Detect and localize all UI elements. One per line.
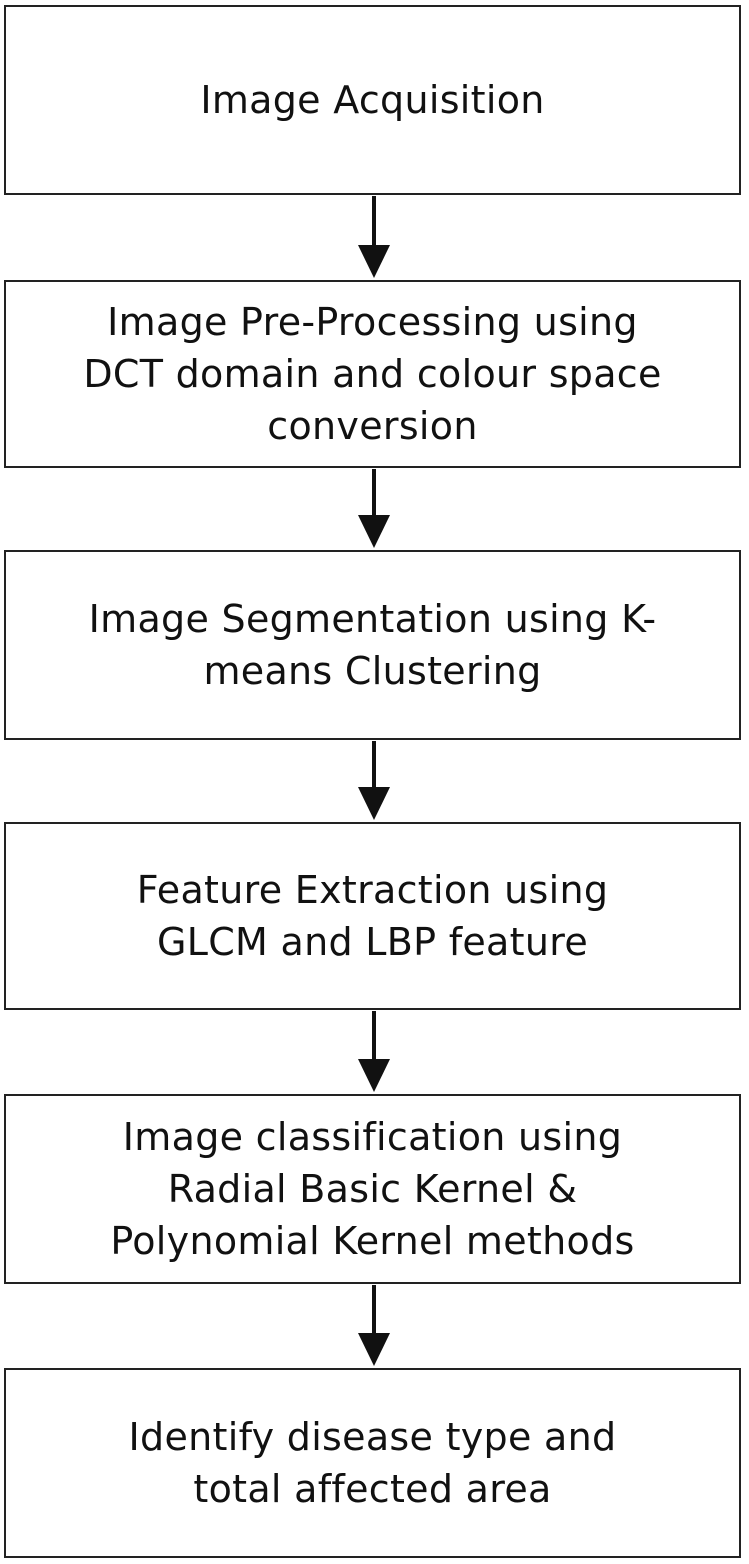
step-feature-extraction: Feature Extraction using GLCM and LBP fe…: [4, 822, 741, 1010]
step-identify-disease: Identify disease type and total affected…: [4, 1368, 741, 1558]
step-image-segmentation: Image Segmentation using K- means Cluste…: [4, 550, 741, 740]
step-label: Feature Extraction using GLCM and LBP fe…: [136, 868, 609, 964]
step-label: Identify disease type and total affected…: [128, 1415, 617, 1511]
arrow-4-to-5: [358, 1011, 390, 1092]
arrow-3-to-4: [358, 741, 390, 820]
step-label: Image classification using Radial Basic …: [110, 1115, 635, 1263]
step-image-pre-processing: Image Pre-Processing using DCT domain an…: [4, 280, 741, 468]
step-label: Image Pre-Processing using DCT domain an…: [83, 300, 662, 448]
step-label: Image Segmentation using K- means Cluste…: [88, 597, 657, 693]
arrow-5-to-6: [358, 1285, 390, 1366]
step-label: Image Acquisition: [200, 78, 545, 122]
arrow-1-to-2: [358, 196, 390, 278]
step-image-classification: Image classification using Radial Basic …: [4, 1094, 741, 1284]
arrow-2-to-3: [358, 469, 390, 548]
step-image-acquisition: Image Acquisition: [4, 5, 741, 195]
